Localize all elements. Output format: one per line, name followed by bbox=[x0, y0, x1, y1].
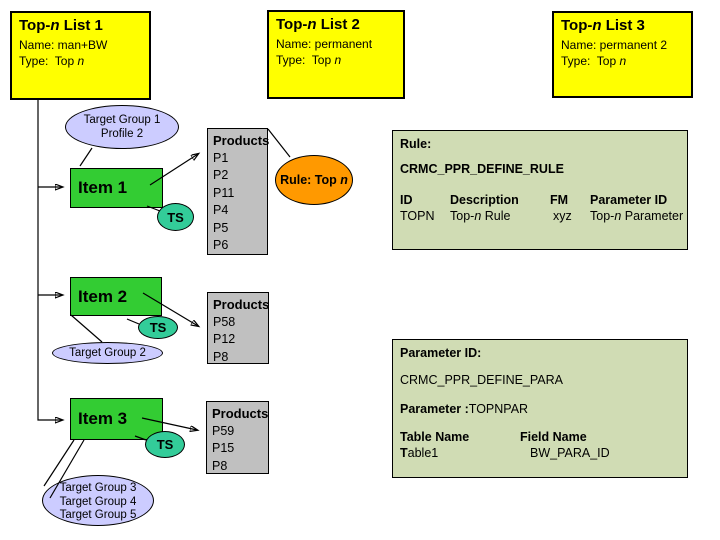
rule-top-n-ellipse: Rule: Top n bbox=[275, 155, 353, 205]
ts-1-label: TS bbox=[167, 209, 184, 225]
top-n-list-1-type: Type: Top n bbox=[19, 54, 85, 68]
products-2-item: P58 bbox=[213, 314, 236, 329]
ts-2-label: TS bbox=[149, 320, 167, 335]
products-2-item: P8 bbox=[213, 349, 229, 364]
target-group-2-ellipse: Target Group 2 bbox=[52, 342, 163, 364]
products-3-item: P15 bbox=[212, 441, 235, 455]
rule-panel: Rule: CRMC_PPR_DEFINE_RULE ID Descriptio… bbox=[392, 130, 688, 250]
products-1-item: P2 bbox=[213, 168, 229, 182]
products-3-item: P59 bbox=[212, 423, 235, 438]
top-n-list-1-box: Top-n List 1 Name: man+BW Type: Top n bbox=[10, 11, 151, 100]
top-n-list-3-box: Top-n List 3 Name: permanent 2 Type: Top… bbox=[552, 11, 693, 98]
target-group-2-line1: Target Group 2 bbox=[69, 347, 146, 359]
target-group-345-line1: Target Group 3 bbox=[59, 482, 137, 494]
param-col-table-name: Table Name bbox=[400, 430, 470, 444]
rule-val-id: TOPN bbox=[400, 209, 435, 223]
target-group-345-line2: Target Group 4 bbox=[59, 495, 137, 508]
rule-val-parameter-id: Top-n Parameter bbox=[590, 209, 684, 223]
products-1-item: P6 bbox=[213, 238, 229, 252]
products-2-item: P12 bbox=[213, 332, 236, 346]
item-1-label: Item 1 bbox=[78, 178, 128, 197]
products-1-item: P1 bbox=[213, 150, 229, 165]
parameter-panel-param: Parameter :TOPNPAR bbox=[400, 402, 529, 416]
top-n-list-2-title: Top-n List 2 bbox=[276, 16, 360, 33]
item-2-label: Item 2 bbox=[78, 286, 128, 306]
connector-item2-tg2 bbox=[70, 314, 103, 343]
target-group-1-ellipse: Target Group 1 Profile 2 bbox=[65, 105, 179, 149]
item-2-box: Item 2 bbox=[70, 277, 162, 316]
top-n-list-3-type: Type: Top n bbox=[561, 54, 627, 68]
target-group-345-ellipse: Target Group 3 Target Group 4 Target Gro… bbox=[42, 475, 154, 526]
products-1-item: P11 bbox=[213, 185, 235, 200]
top-n-list-2-name: Name: permanent bbox=[276, 37, 373, 51]
rule-col-parameter-id: Parameter ID bbox=[590, 193, 668, 207]
products-box-1: Products P1 P2 P11 P4 P5 P6 bbox=[207, 128, 270, 255]
rule-panel-title: Rule: bbox=[400, 137, 432, 151]
item-1-box: Item 1 bbox=[70, 168, 163, 208]
target-group-1-line1: Target Group 1 bbox=[83, 114, 161, 126]
connector-products1-rule-ellipse bbox=[267, 128, 291, 158]
target-group-345-line3: Target Group 5 bbox=[59, 509, 137, 521]
products-1-item: P4 bbox=[213, 203, 229, 217]
products-box-2: Products P58 P12 P8 bbox=[207, 292, 269, 364]
connector-trunk-to-item3 bbox=[37, 100, 62, 420]
top-n-list-1-title: Top-n List 1 bbox=[19, 17, 103, 34]
rule-ellipse-text: Rule: Top bbox=[280, 173, 341, 187]
parameter-panel: Parameter ID: CRMC_PPR_DEFINE_PARA Param… bbox=[392, 339, 688, 478]
param-val-table: Table1 bbox=[400, 446, 439, 460]
param-val-field: BW_PARA_ID bbox=[530, 446, 610, 460]
item-3-label: Item 3 bbox=[78, 409, 128, 428]
parameter-panel-title: Parameter ID: bbox=[400, 346, 482, 360]
top-n-list-2-box: Top-n List 2 Name: permanent Type: Top n bbox=[267, 10, 405, 99]
connector-tg1-item1 bbox=[79, 147, 93, 167]
top-n-list-2-type: Type: Top n bbox=[276, 53, 342, 67]
ts-badge-3: TS bbox=[145, 431, 185, 458]
connector-item2-ts2 bbox=[126, 318, 140, 325]
rule-col-fm: FM bbox=[550, 193, 569, 207]
top-n-list-3-title: Top-n List 3 bbox=[561, 17, 645, 34]
item-3-box: Item 3 bbox=[70, 398, 163, 440]
rule-panel-code: CRMC_PPR_DEFINE_RULE bbox=[400, 162, 564, 176]
rule-ellipse-n: n bbox=[340, 173, 348, 187]
ts-3-label: TS bbox=[156, 437, 174, 452]
ts-badge-2: TS bbox=[138, 316, 178, 339]
products-2-header: Products bbox=[213, 297, 270, 312]
top-n-list-3-name: Name: permanent 2 bbox=[561, 38, 668, 52]
products-box-3: Products P59 P15 P8 bbox=[206, 401, 269, 474]
parameter-panel-code: CRMC_PPR_DEFINE_PARA bbox=[400, 373, 564, 387]
rule-col-description: Description bbox=[450, 193, 519, 207]
products-1-header: Products bbox=[213, 133, 270, 148]
rule-col-id: ID bbox=[400, 193, 413, 207]
products-3-item: P8 bbox=[212, 458, 228, 473]
target-group-1-line2: Profile 2 bbox=[100, 128, 144, 140]
ts-badge-1: TS bbox=[157, 203, 194, 231]
top-n-list-1-name: Name: man+BW bbox=[19, 38, 108, 52]
products-3-header: Products bbox=[212, 406, 269, 421]
rule-val-fm: xyz bbox=[553, 209, 572, 223]
rule-val-description: Top-n Rule bbox=[450, 209, 511, 223]
param-col-field-name: Field Name bbox=[520, 430, 587, 444]
products-1-item: P5 bbox=[213, 220, 229, 235]
